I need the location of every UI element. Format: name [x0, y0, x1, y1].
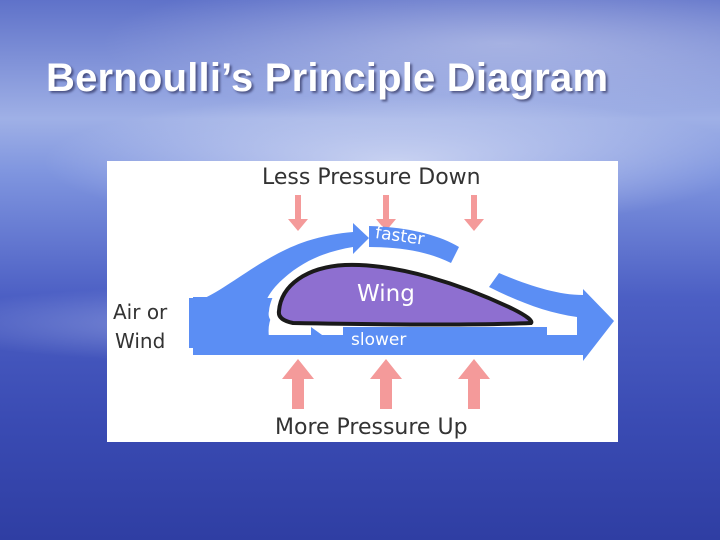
- up-arrow-middle: [370, 359, 402, 409]
- left-airflow-intake: [189, 298, 329, 353]
- down-pressure-arrows: [288, 195, 484, 231]
- bernoulli-diagram: Less Pressure Down More Pressure Up Air …: [107, 161, 618, 442]
- less-pressure-label: Less Pressure Down: [262, 165, 481, 190]
- up-pressure-arrows: [282, 359, 490, 409]
- upper-airflow-band-tail: [369, 226, 459, 263]
- upper-airflow-band: [193, 223, 369, 321]
- wing-label: Wing: [357, 281, 415, 307]
- more-pressure-label: More Pressure Up: [275, 415, 468, 440]
- diagram-canvas: Less Pressure Down More Pressure Up Air …: [113, 165, 614, 440]
- slower-label: slower: [351, 330, 406, 350]
- down-arrow-left: [288, 195, 308, 231]
- up-arrow-right: [458, 359, 490, 409]
- wing-airfoil: [276, 262, 534, 327]
- wind-label: Wind: [115, 329, 165, 353]
- down-arrow-middle: [376, 195, 396, 231]
- lower-airflow-band: [343, 327, 547, 351]
- slide-title: Bernoulli’s Principle Diagram: [46, 56, 609, 100]
- down-arrow-right: [464, 195, 484, 231]
- up-arrow-left: [282, 359, 314, 409]
- air-or-label: Air or: [113, 300, 168, 324]
